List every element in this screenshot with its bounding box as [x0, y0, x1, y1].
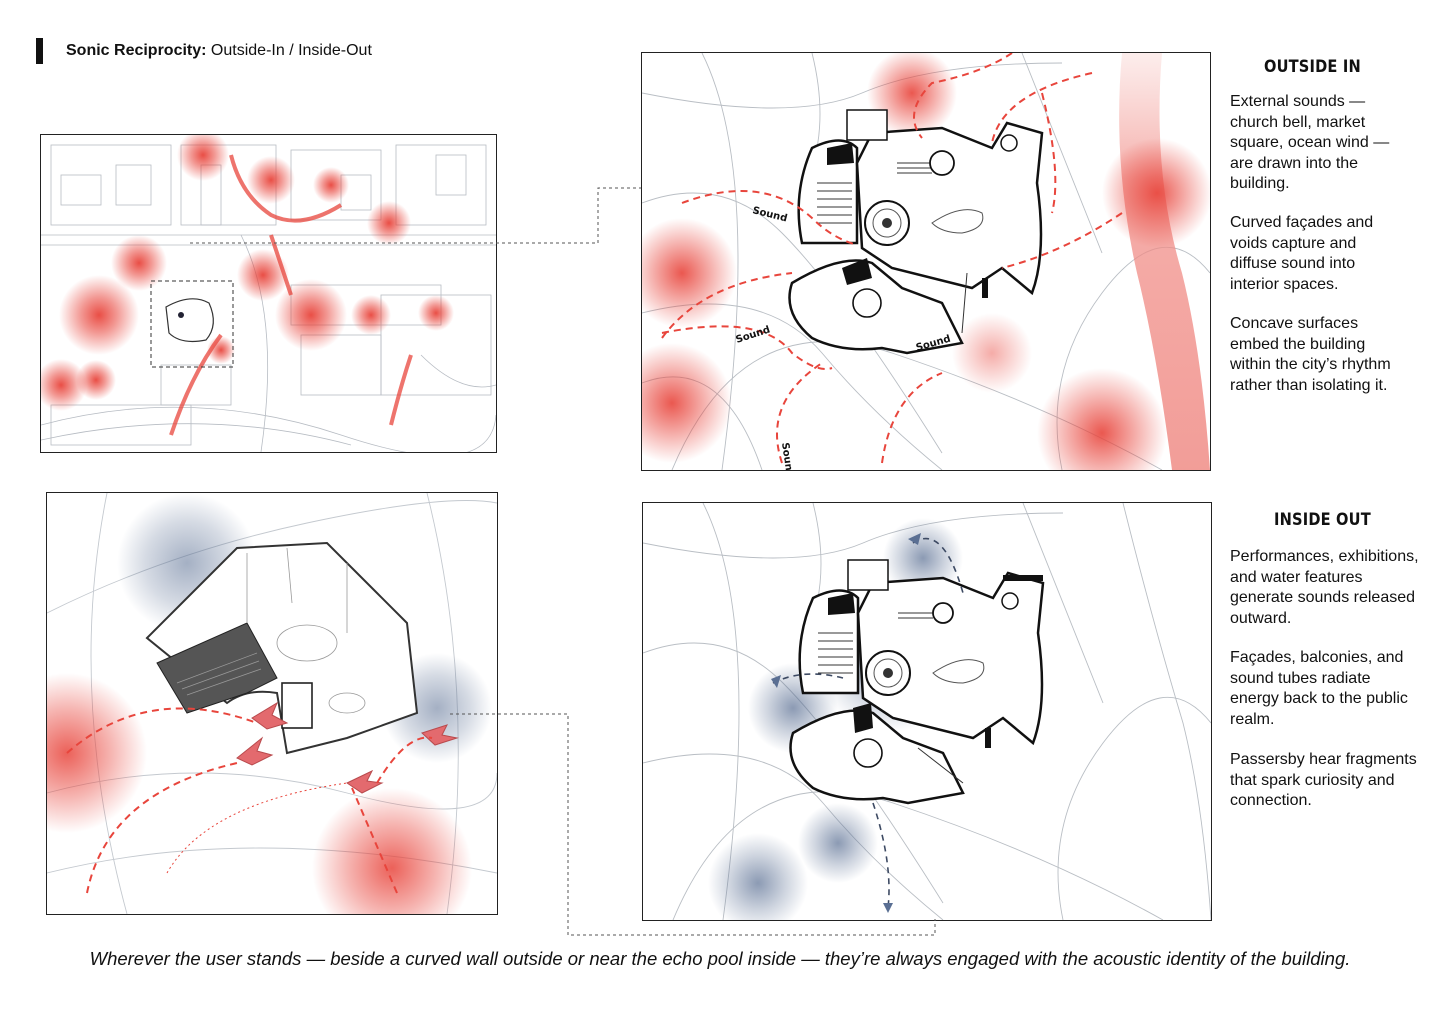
sound-label-4: Sound [779, 442, 795, 470]
axonometric-panel [46, 492, 498, 915]
outside-in-paragraph-3: Concave surfaces embed the building with… [1230, 315, 1391, 394]
site-map-drawing [41, 135, 496, 452]
outside-in-paragraph-1: External sounds — church bell, market sq… [1230, 93, 1390, 192]
inside-out-plan-drawing [643, 503, 1211, 920]
inside-out-paragraph-3: Passersby hear fragments that spark curi… [1230, 751, 1417, 809]
outside-in-paragraph-2: Curved façades and voids capture and dif… [1230, 214, 1374, 293]
outside-in-plan-panel: Sound Sound Sound Sound [641, 52, 1211, 471]
page-title-bold: Sonic Reciprocity: [66, 42, 207, 59]
inside-out-paragraph-1: Performances, exhibitions, and water fea… [1230, 548, 1419, 627]
page-title-rest: Outside-In / Inside-Out [206, 42, 372, 59]
title-marker [36, 38, 43, 64]
outside-in-plan-drawing: Sound Sound Sound Sound [642, 53, 1210, 470]
inside-out-paragraph-2: Façades, balconies, and sound tubes radi… [1230, 649, 1408, 728]
sound-source-icons [41, 135, 454, 411]
page-title: Sonic Reciprocity: Outside-In / Inside-O… [66, 42, 372, 60]
site-map-panel [40, 134, 497, 453]
inside-out-plan-panel [642, 502, 1212, 921]
axonometric-drawing [47, 493, 497, 914]
outside-in-heading: OUTSIDE IN [1264, 57, 1361, 77]
caption: Wherever the user stands — beside a curv… [89, 948, 1351, 969]
inside-out-heading: INSIDE OUT [1274, 510, 1371, 530]
